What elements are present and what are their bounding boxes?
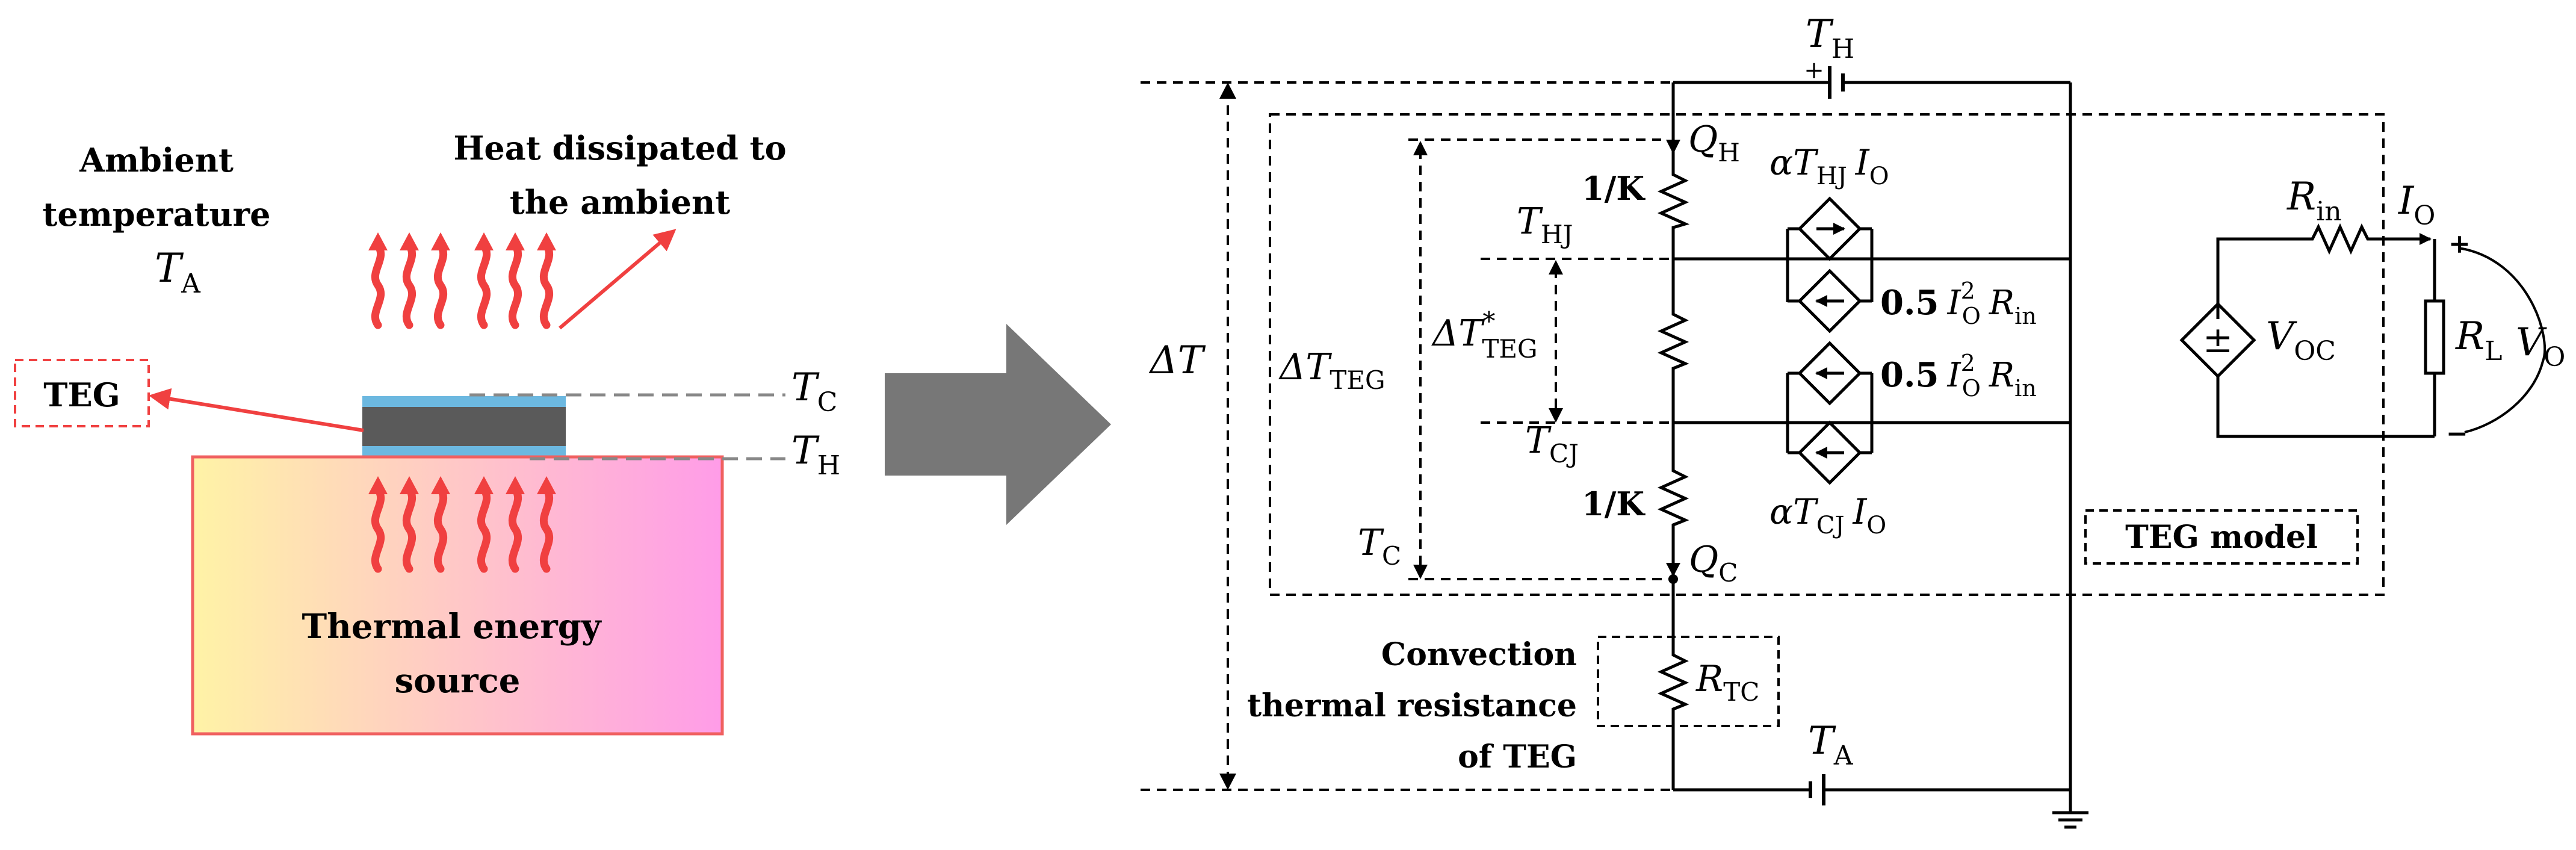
heat-wave-icon (506, 232, 525, 329)
joule-source-hj (1797, 268, 1862, 333)
top-battery-gap (1830, 60, 1843, 105)
cold-junction-sources (1786, 341, 1874, 485)
vo-label: VO (2516, 320, 2565, 373)
teg-bottom-plate (362, 446, 566, 457)
rl-label: RL (2455, 314, 2502, 367)
heat-dissipated-line1: Heat dissipated to (453, 129, 786, 167)
joule-source-cj (1797, 341, 1862, 406)
heat-wave-icon (400, 232, 419, 329)
peltier-source-hj (1797, 196, 1862, 261)
teg-callout-label: TEG (43, 376, 120, 414)
ambient-temp-symbol: TA (155, 245, 201, 299)
tc-circuit-label: TC (1358, 522, 1401, 571)
peltier-source-cj (1797, 420, 1862, 485)
ambient-label-line1: Ambient (79, 141, 234, 179)
source-label-line2: source (395, 661, 521, 701)
voc-label: VOC (2266, 314, 2336, 367)
output-top-wire (2216, 237, 2305, 319)
output-bottom-wire (2216, 374, 2435, 438)
delta-t-arrowhead-top (1219, 82, 1236, 99)
teg-model-label: TEG model (2125, 519, 2318, 556)
teg-circuit: ΔT + TH TA (1141, 12, 2385, 829)
source-label-line1: Thermal energy (302, 607, 602, 647)
rin-resistor (2305, 223, 2374, 255)
convection-label-line3: of TEG (1458, 739, 1577, 775)
heat-wave-icon (368, 232, 388, 329)
delta-t-teg-star-arrow-bottom (1549, 408, 1563, 423)
th-label: TH (791, 429, 840, 481)
heat-dissipation-arrow (559, 229, 677, 330)
vo-arc (2458, 247, 2546, 433)
delta-t-teg-star-arrow-top (1549, 260, 1563, 275)
rtc-label: RTC (1695, 658, 1759, 707)
heat-wave-icon (506, 476, 525, 573)
convection-resistance-box (1597, 636, 1780, 727)
delta-t-arrowhead-bottom (1219, 774, 1236, 790)
qh-arrowhead (1666, 140, 1680, 154)
output-minus: − (2446, 418, 2468, 449)
hot-junction-sources (1786, 196, 1874, 333)
ambient-label-line2: temperature (42, 195, 270, 234)
big-right-arrow (885, 324, 1111, 525)
delta-t-teg-arrow-bottom (1413, 565, 1428, 579)
heat-wave-icon (537, 476, 556, 573)
teg-model-label-box (2084, 509, 2359, 565)
resistor-rtc (1657, 650, 1689, 714)
left-panel: Ambient temperature TA Heat dissipated t… (14, 129, 840, 736)
th-top-label: TH (1806, 12, 1854, 64)
tc-label: TC (791, 365, 837, 418)
heat-wave-icon (431, 476, 450, 573)
resistor-middle (1657, 307, 1689, 373)
output-plus: + (2448, 229, 2471, 259)
delta-t-teg-arrow-top (1413, 141, 1428, 155)
teg-model-box (1269, 113, 2385, 596)
resistor-k-top (1657, 170, 1690, 235)
delta-t-label: ΔT (1148, 338, 1206, 383)
teg-top-plate (362, 396, 566, 407)
qc-label: QC (1689, 539, 1738, 588)
tcj-label: TCJ (1525, 420, 1579, 468)
rin-label: Rin (2287, 175, 2342, 227)
thj-label: THJ (1517, 200, 1573, 249)
heat-wave-icon (474, 476, 494, 573)
heat-wave-icon (474, 232, 494, 329)
heat-wave-icon (400, 476, 419, 573)
delta-t-teg-star-label: ΔT*TEG (1431, 306, 1538, 364)
teg-core (362, 407, 566, 446)
thermal-energy-source (191, 455, 724, 736)
resistor-k-bottom (1657, 465, 1689, 531)
qh-label: QH (1688, 119, 1740, 167)
k-top-label: 1/K (1582, 169, 1646, 208)
teg-pointer-arrow (148, 388, 364, 432)
heat-dissipated-line2: the ambient (510, 183, 730, 222)
top-battery-plus: + (1804, 57, 1824, 84)
convection-label-line2: thermal resistance (1247, 687, 1577, 724)
rl-resistor (2424, 299, 2445, 375)
bottom-battery-gap (1810, 768, 1824, 813)
qc-arrowhead (1666, 563, 1680, 577)
heat-wave-icon (431, 232, 450, 329)
ground-icon (2052, 811, 2088, 829)
k-bottom-label: 1/K (1582, 485, 1646, 523)
voc-sign: ± (2203, 319, 2233, 361)
io-output-label: IO (2398, 179, 2435, 231)
output-circuit: ± VOC Rin IO RL + − VO (2179, 175, 2565, 449)
heat-wave-icon (537, 232, 556, 329)
heat-wave-icon (368, 476, 388, 573)
lower-heat-waves (368, 476, 556, 573)
upper-heat-waves (368, 232, 556, 329)
voc-source (2179, 302, 2256, 379)
convection-label-line1: Convection (1381, 636, 1577, 673)
ta-bottom-label: TA (1808, 719, 1854, 771)
delta-t-teg-label: ΔTTEG (1278, 346, 1386, 395)
